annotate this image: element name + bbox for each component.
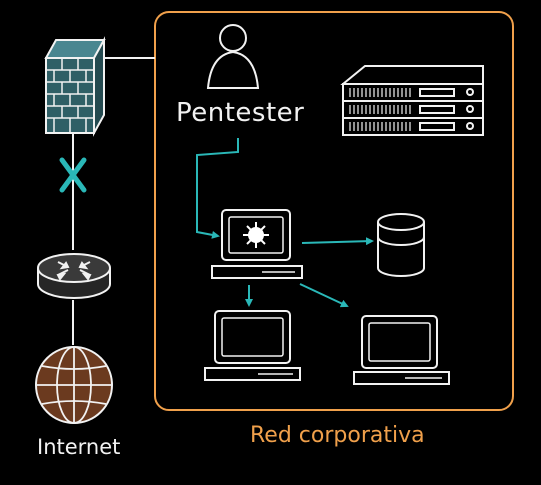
corporate-network-label: Red corporativa (250, 423, 425, 448)
computer-to-database-arrow (301, 237, 374, 246)
computer-1-icon (204, 310, 301, 381)
user-icon (206, 24, 260, 89)
pentester-label: Pentester (176, 98, 305, 128)
server-rack-icon (340, 65, 484, 136)
internet-label: Internet (37, 435, 121, 459)
firewall-icon (44, 36, 106, 137)
blocked-x-icon (59, 157, 87, 193)
pentester-to-computer-arrow (196, 138, 239, 239)
computer-to-computer2-arrow (299, 283, 349, 308)
attack-arrows (196, 138, 374, 308)
computer-virus-icon (211, 209, 303, 279)
computer-2-icon (353, 315, 450, 385)
virus-icon (243, 222, 269, 248)
corporate-network-border (154, 11, 514, 411)
left-connections (72, 57, 155, 345)
globe-icon (35, 346, 113, 424)
database-icon (377, 213, 425, 277)
router-icon (37, 253, 111, 299)
